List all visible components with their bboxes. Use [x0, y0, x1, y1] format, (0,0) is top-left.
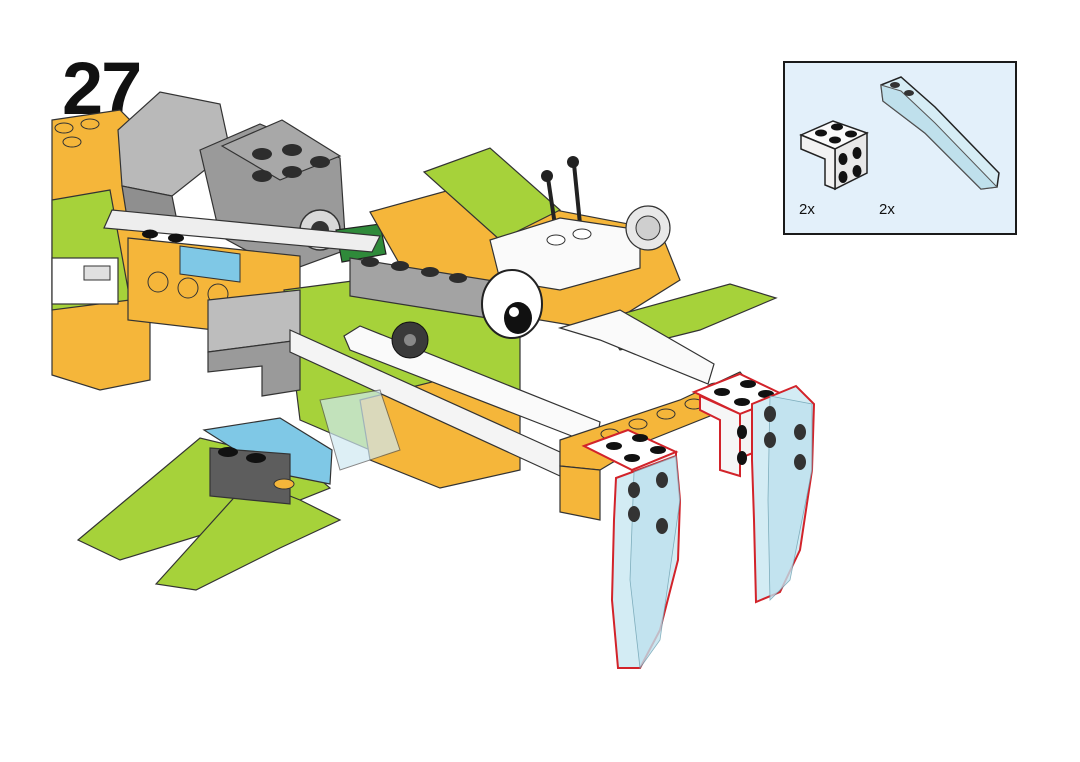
lime-claw-left	[76, 389, 401, 591]
part-quantity: 2x	[879, 201, 895, 218]
parts-callout-art	[799, 76, 1000, 191]
part-quantity: 2x	[799, 201, 815, 218]
trans-clear-curved-slope-icon	[880, 76, 1000, 190]
white-bracket-2x2-icon	[799, 120, 869, 191]
white-gear-rack	[289, 309, 715, 477]
new-trans-clear-slope-1	[610, 454, 682, 670]
gray-liftarm	[207, 257, 501, 397]
parts-callout: 2x 2x	[783, 61, 1017, 235]
white-beam	[103, 209, 381, 253]
eye-and-antennae	[481, 156, 671, 339]
new-trans-clear-slope-2	[751, 384, 816, 604]
